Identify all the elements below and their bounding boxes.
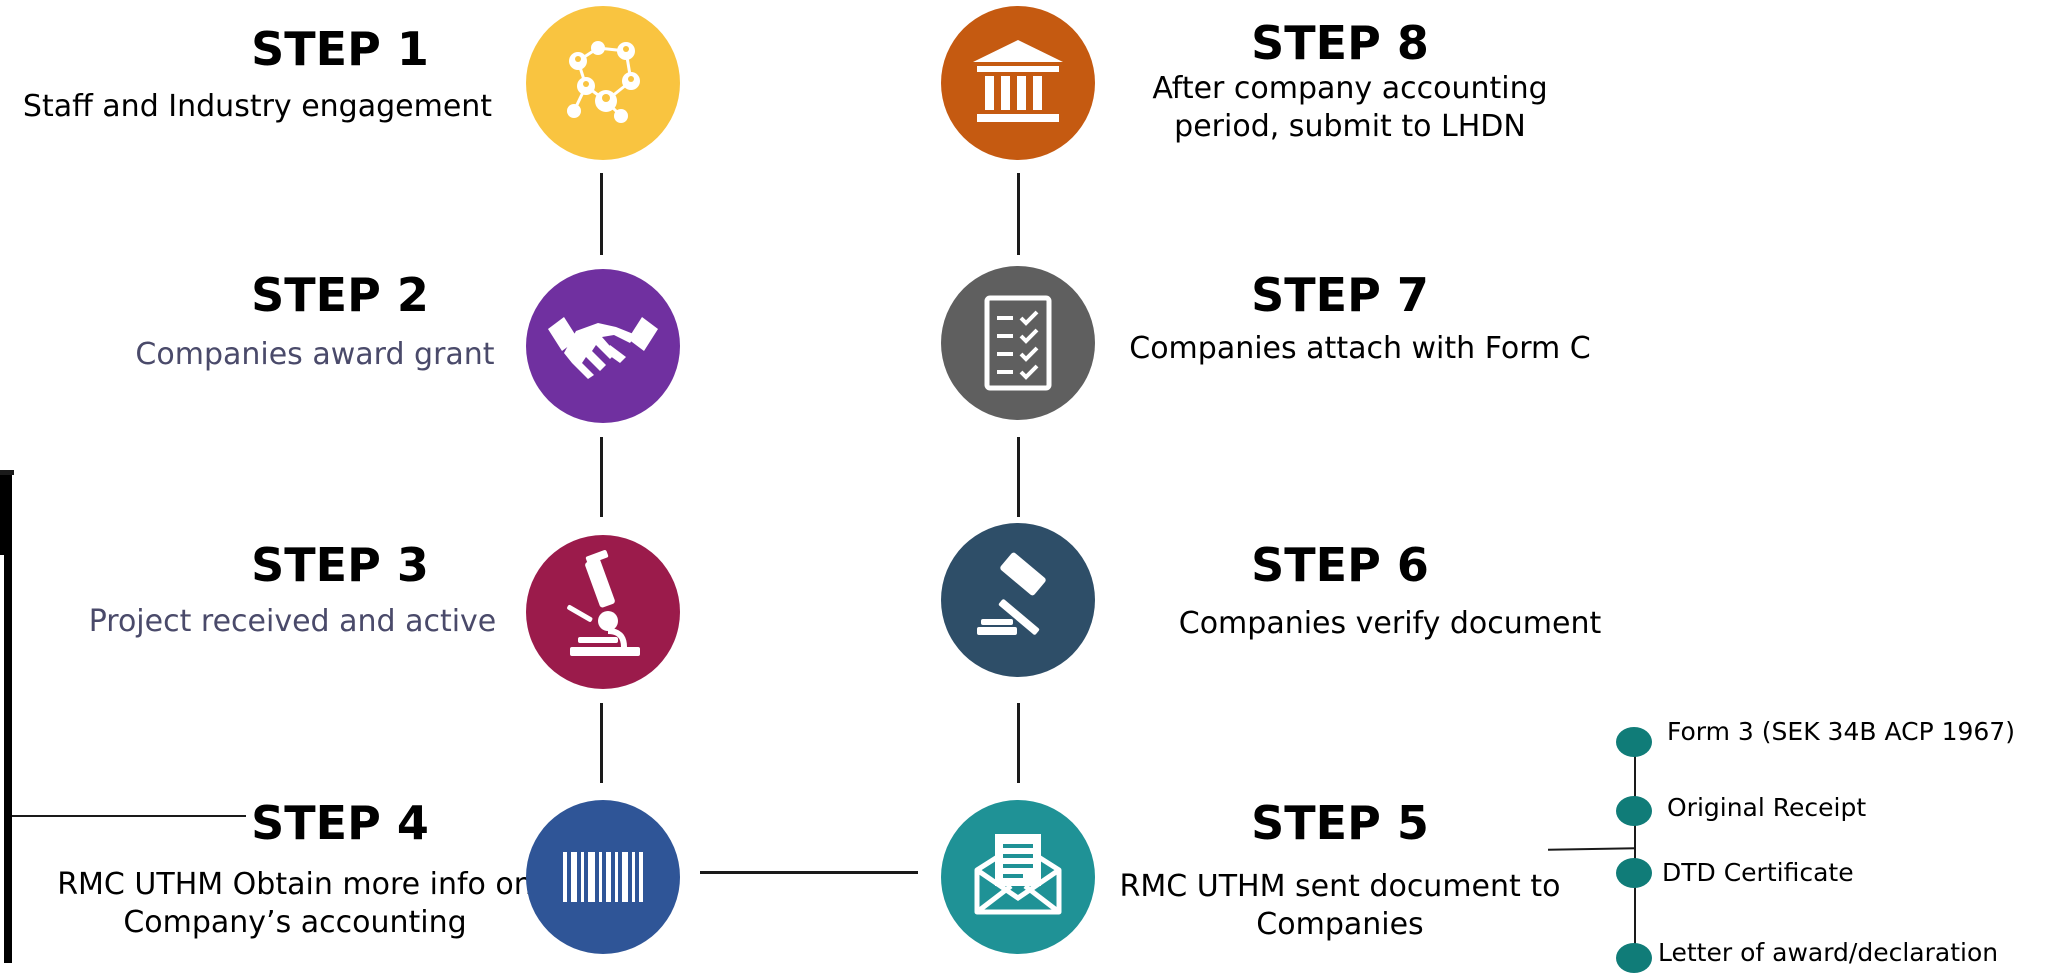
connector-4-5 (700, 871, 918, 874)
step6-title: STEP 6 (1251, 538, 1429, 592)
document-dtd-certificate: DTD Certificate (1662, 858, 1854, 887)
step6-description: Companies verify document (1178, 606, 1602, 641)
step7-title: STEP 7 (1251, 268, 1429, 322)
document-form3: Form 3 (SEK 34B ACP 1967) (1667, 717, 2015, 746)
step7-description: Companies attach with Form C (1129, 331, 1591, 366)
step3-title: STEP 3 (251, 538, 429, 592)
connector-7-6 (1017, 437, 1020, 517)
step4-circle (526, 800, 680, 954)
step3-description: Project received and active (88, 604, 497, 639)
connector-1-2 (600, 173, 603, 255)
bank-building-icon (973, 40, 1063, 122)
connector-6-5 (1017, 703, 1020, 783)
document-original-receipt: Original Receipt (1667, 793, 1867, 822)
barcode-icon (563, 852, 643, 902)
step1-circle (526, 6, 680, 160)
step6-circle (941, 523, 1095, 677)
step8-description-line1: After company accounting (1152, 71, 1548, 106)
step5-to-documents-connector (1547, 847, 1637, 851)
left-frame-top (0, 470, 14, 475)
step5-circle (941, 800, 1095, 954)
connector-8-7 (1017, 173, 1020, 255)
step5-description-line1: RMC UTHM sent document to (1119, 869, 1561, 904)
step5-description-line2: Companies (1256, 907, 1424, 942)
step4-title: STEP 4 (251, 796, 429, 850)
step4-description-line1: RMC UTHM Obtain more info on (57, 867, 533, 902)
step2-circle (526, 269, 680, 423)
step3-circle (526, 535, 680, 689)
connector-3-4 (600, 703, 603, 783)
step2-description: Companies award grant (135, 337, 495, 372)
document-dot-3 (1616, 858, 1652, 888)
step4-description-line2: Company’s accounting (123, 905, 467, 940)
gavel-icon (977, 552, 1046, 635)
checklist-icon (984, 295, 1052, 391)
document-dot-2 (1616, 796, 1652, 826)
step8-description-line2: period, submit to LHDN (1174, 109, 1526, 144)
documents-timeline (1634, 736, 1636, 954)
connector-2-3 (600, 437, 603, 517)
step2-title: STEP 2 (251, 268, 429, 322)
network-people-icon (567, 41, 640, 123)
envelope-document-icon (974, 834, 1062, 915)
step8-title: STEP 8 (1251, 16, 1429, 70)
document-dot-4 (1616, 943, 1652, 973)
step1-title: STEP 1 (251, 22, 429, 76)
left-frame-inner (0, 555, 4, 963)
step4-connector (12, 815, 246, 817)
step1-description: Staff and Industry engagement (22, 89, 493, 124)
document-dot-1 (1616, 727, 1652, 757)
handshake-icon (548, 317, 658, 379)
step7-circle (941, 266, 1095, 420)
document-letter-of-award: Letter of award/declaration (1658, 938, 1999, 967)
microscope-icon (567, 550, 640, 656)
step5-title: STEP 5 (1251, 796, 1429, 850)
step8-circle (941, 6, 1095, 160)
